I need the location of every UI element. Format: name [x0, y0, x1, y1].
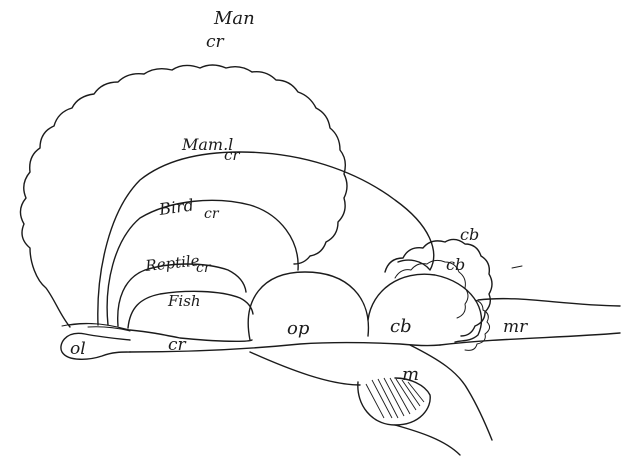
medulla-top: [478, 299, 620, 306]
label-cb-upper: cb: [460, 225, 479, 244]
label-cb-inner: cb: [390, 316, 412, 337]
cerebellum-outline: [368, 274, 481, 342]
label-man-cr: cr: [206, 32, 225, 52]
converging-lines: [62, 323, 130, 331]
label-bird: Bird: [157, 195, 195, 219]
label-fish-cr: cr: [168, 335, 187, 355]
mammal-cerebrum-outline: [98, 152, 434, 325]
label-m: m: [402, 364, 419, 385]
label-op: op: [287, 318, 310, 339]
upper-base-line: [130, 330, 252, 341]
cerebellum-dash: [512, 266, 522, 268]
pituitary-stalk: [250, 352, 360, 385]
label-reptile-cr: cr: [196, 260, 212, 276]
hypothalamus-line: [410, 345, 492, 440]
label-man: Man: [213, 8, 255, 29]
label-bird-cr: cr: [204, 206, 220, 222]
label-mammal-cr: cr: [224, 146, 240, 164]
inferior-line: [395, 425, 460, 455]
label-cb-lower: cb: [446, 255, 465, 274]
label-reptile: Reptile: [144, 251, 201, 275]
label-mr: mr: [503, 317, 528, 337]
label-fish: Fish: [167, 292, 201, 310]
label-ol: ol: [70, 339, 86, 359]
